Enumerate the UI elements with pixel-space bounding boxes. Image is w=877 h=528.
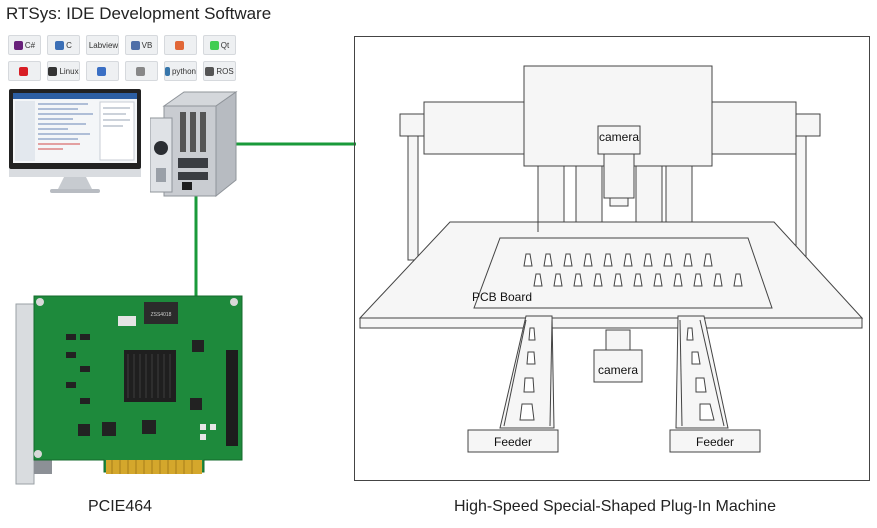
card-caption: PCIE464 <box>88 498 153 515</box>
ros-icon: ROS <box>203 61 236 81</box>
page-title: RTSys: IDE Development Software <box>6 4 272 23</box>
c-icon: C <box>47 35 80 55</box>
pcie464-card: ZSS4018 <box>15 295 243 485</box>
c-icon-label: C <box>66 40 72 50</box>
vb-icon-glyph <box>130 40 140 50</box>
industrial-pc-icon <box>150 91 238 198</box>
card-chip-label: ZSS4018 <box>151 312 172 318</box>
plug-in-machine-diagram: camera camera PCB Board Feeder Feeder <box>358 65 864 453</box>
bottom-camera-body <box>593 349 643 383</box>
feeder-right-rail <box>675 315 729 429</box>
python-icon-glyph <box>165 66 170 76</box>
tool-icon-glyph <box>136 66 145 76</box>
monitor-icon <box>9 89 141 193</box>
net-icon <box>86 61 119 81</box>
labview-icon: Labview <box>86 35 119 55</box>
qt-icon-glyph <box>209 40 219 50</box>
feeder-left-base <box>467 429 559 453</box>
labview-icon-label: Labview <box>88 40 119 50</box>
csharp-icon-label: C# <box>24 40 36 50</box>
vb-icon: VB <box>125 35 158 55</box>
matlab-icon <box>164 35 197 55</box>
python-icon: python <box>164 61 197 81</box>
qt-icon-label: Qt <box>220 40 230 50</box>
right-post <box>795 131 807 261</box>
csharp-icon-glyph <box>13 40 23 50</box>
linux-icon: Linux <box>47 61 80 81</box>
csharp-icon: C# <box>8 35 41 55</box>
tool-icon <box>125 61 158 81</box>
qt-icon: Qt <box>203 35 236 55</box>
delphi-icon-glyph <box>19 66 28 76</box>
pcb-board-label: PCB Board <box>472 290 532 304</box>
left-post <box>407 131 419 261</box>
top-camera-label: camera <box>599 130 639 144</box>
c-icon-glyph <box>55 40 65 50</box>
net-icon-glyph <box>97 66 106 76</box>
feeder-left-rail <box>499 315 555 429</box>
linux-icon-glyph <box>48 66 58 76</box>
bottom-camera-label: camera <box>598 363 638 377</box>
vb-icon-label: VB <box>141 40 153 50</box>
top-camera-body <box>597 125 641 155</box>
feeder-left-label: Feeder <box>494 435 532 449</box>
ros-icon-label: ROS <box>216 66 234 76</box>
feeder-right-base <box>669 429 761 453</box>
ros-icon-glyph <box>205 66 215 76</box>
platform-front <box>359 317 863 329</box>
delphi-icon <box>8 61 41 81</box>
feeder-right-label: Feeder <box>696 435 734 449</box>
matlab-icon-glyph <box>175 40 184 50</box>
python-icon-label: python <box>171 66 196 76</box>
machine-caption: High-Speed Special-Shaped Plug-In Machin… <box>454 498 776 515</box>
linux-icon-label: Linux <box>59 66 79 76</box>
machine-frame <box>354 36 870 481</box>
